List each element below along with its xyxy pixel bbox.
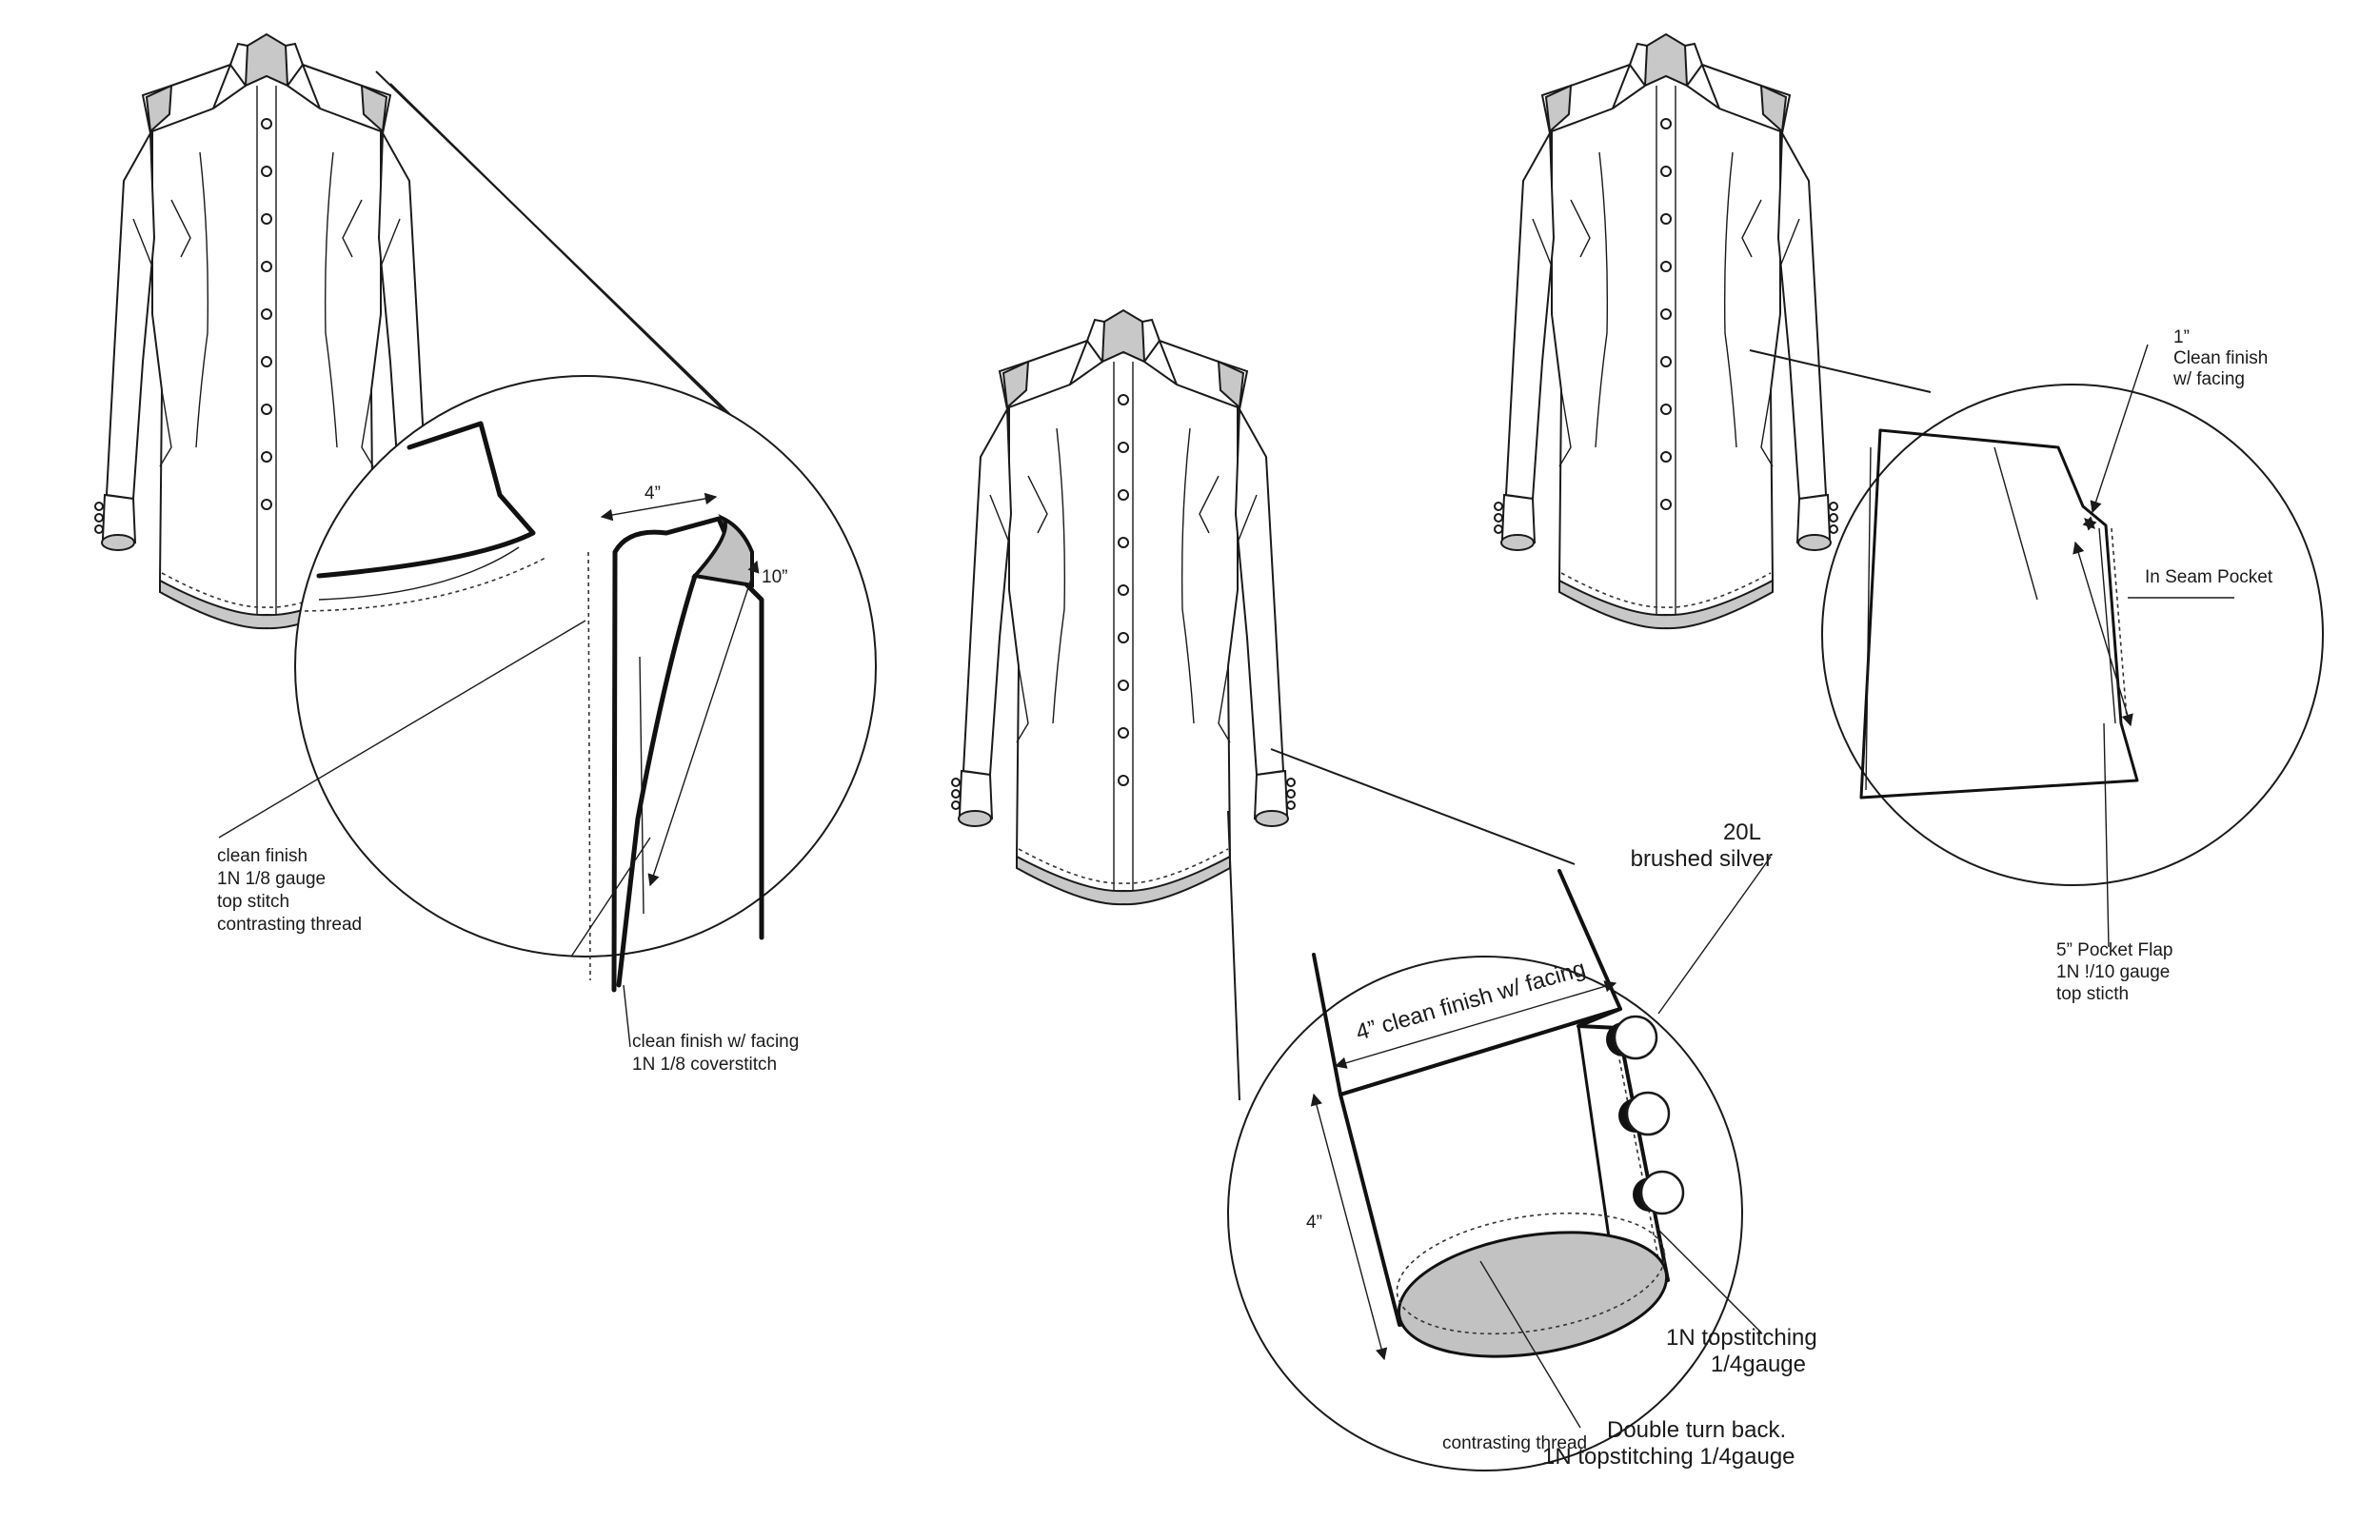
note-line: clean finish (217, 846, 307, 866)
cuff-turnback-note: Double turn back. 1N topstitching 1/4gau… (1542, 1417, 1795, 1470)
pocket-edge-note: 1” Clean finish w/ facing (2172, 327, 2268, 389)
note-line: 1/4gauge (1711, 1352, 1806, 1377)
cuff-topstitch-note: 1N topstitching 1/4gauge (1666, 1325, 1817, 1377)
note-line: 1N 1/8 coverstitch (632, 1055, 777, 1075)
note-line: 20L (1723, 819, 1761, 845)
note-line: 1N topstitching (1666, 1325, 1817, 1351)
shoulder-topstitch-note: clean finish 1N 1/8 gauge top stitch con… (217, 846, 362, 935)
cuff-button-icon (1618, 1091, 1671, 1136)
note-line: clean finish w/ facing (632, 1032, 799, 1052)
note-line: 5” Pocket Flap (2056, 940, 2173, 960)
shoulder-dim-width: 4” (645, 484, 661, 503)
cuff-button-icon (1633, 1170, 1685, 1215)
shoulder-detail-callout: 4” 10” (218, 70, 877, 1048)
note-line: contrasting thread (217, 915, 362, 935)
shoulder-dim-length: 10” (762, 567, 787, 587)
note-line: 1N !/10 gauge (2056, 962, 2170, 982)
cuff-thread-note: contrasting thread (1442, 1433, 1587, 1453)
pocket-in-seam-note: In Seam Pocket (2145, 567, 2273, 587)
cuff-detail-callout (1227, 748, 1772, 1471)
note-line: Double turn back. (1607, 1417, 1786, 1443)
note-line: 1N 1/8 gauge (217, 869, 326, 889)
pocket-detail-callout (1749, 344, 2324, 948)
cuff-button-note: 20L brushed silver (1631, 819, 1773, 872)
cuff-dim-height: 4” (1306, 1213, 1322, 1233)
note-line: Clean finish (2173, 348, 2268, 368)
coat-flat-right (1494, 33, 1838, 630)
note-line: top sticth (2056, 984, 2129, 1004)
note-line: 1N topstitching 1/4gauge (1542, 1444, 1795, 1470)
note-line: 1” (2173, 327, 2190, 347)
pocket-flap-note: 5” Pocket Flap 1N !/10 gauge top sticth (2056, 940, 2173, 1004)
note-line: w/ facing (2172, 369, 2245, 389)
shoulder-facing-note: clean finish w/ facing 1N 1/8 coverstitc… (632, 1032, 799, 1075)
note-line: brushed silver (1631, 846, 1773, 872)
coat-flat-center (951, 309, 1296, 906)
note-line: top stitch (217, 892, 289, 912)
